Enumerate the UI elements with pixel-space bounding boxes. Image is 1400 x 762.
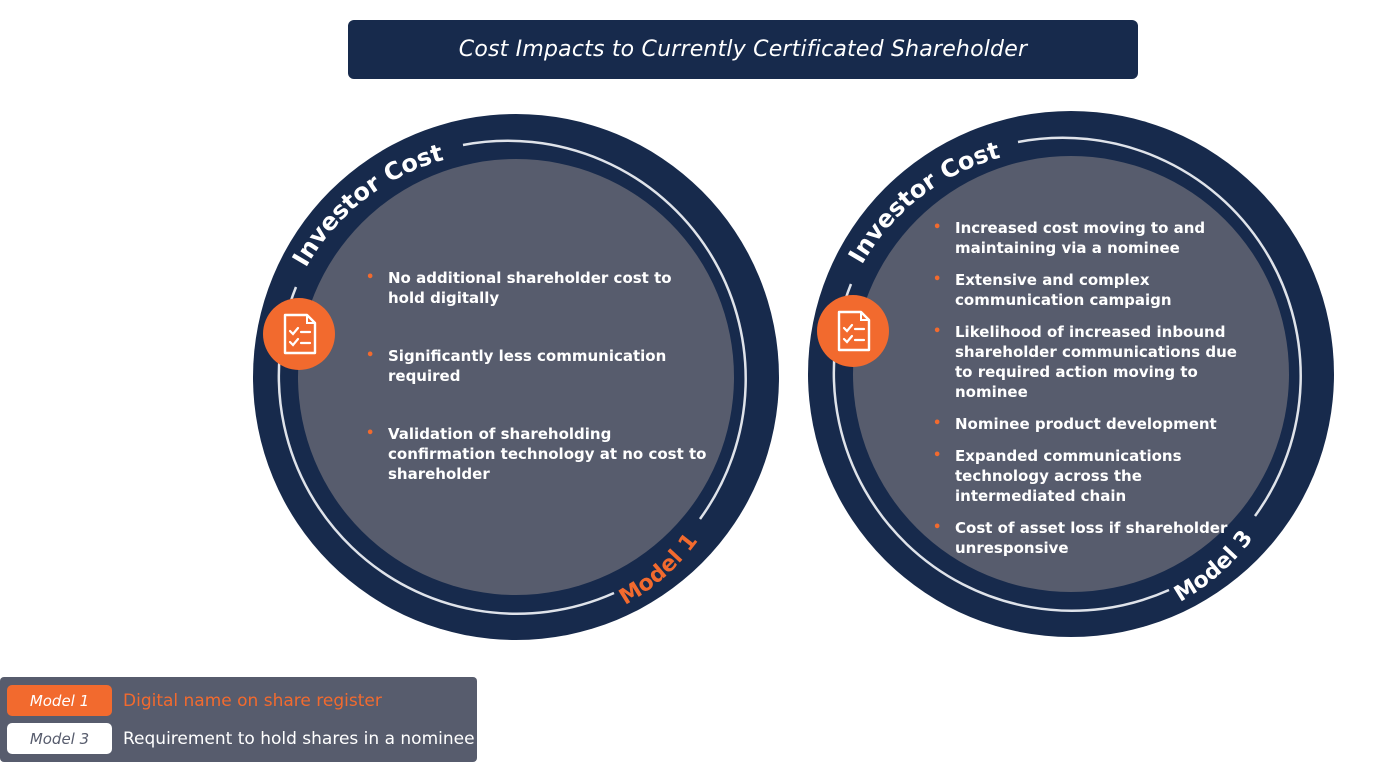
page-title-bar: Cost Impacts to Currently Certificated S… <box>348 20 1138 79</box>
list-item: Extensive and complex communication camp… <box>933 270 1253 310</box>
list-item: Nominee product development <box>933 414 1253 434</box>
list-item: Increased cost moving to and maintaining… <box>933 218 1253 258</box>
legend-pill-model-3: Model 3 <box>7 723 112 754</box>
list-item: No additional shareholder cost to hold d… <box>366 268 711 308</box>
page-title: Cost Impacts to Currently Certificated S… <box>458 37 1028 62</box>
list-item: Significantly less communication require… <box>366 346 711 386</box>
model-3-ring-line-lower <box>832 283 1170 612</box>
legend-pill-model-1: Model 1 <box>7 685 112 716</box>
legend: Model 1 Digital name on share register M… <box>0 677 477 762</box>
model-3-bullet-list: Increased cost moving to and maintaining… <box>933 218 1253 570</box>
legend-description-model-3: Requirement to hold shares in a nominee <box>123 728 475 749</box>
legend-item-model-1: Model 1 Digital name on share register <box>7 685 382 716</box>
checklist-document-icon <box>263 298 335 370</box>
model-1-ring-line-upper <box>462 139 747 520</box>
checklist-document-icon <box>817 295 889 367</box>
model-1-ring-line-lower <box>277 286 615 615</box>
list-item: Likelihood of increased inbound sharehol… <box>933 322 1253 402</box>
legend-description-model-1: Digital name on share register <box>123 690 382 711</box>
model-1-bullet-list: No additional shareholder cost to hold d… <box>366 268 711 522</box>
list-item: Expanded communications technology acros… <box>933 446 1253 506</box>
list-item: Validation of shareholding confirmation … <box>366 424 711 484</box>
model-3-ring-line-upper <box>1017 136 1302 517</box>
list-item: Cost of asset loss if shareholder unresp… <box>933 518 1253 558</box>
legend-item-model-3: Model 3 Requirement to hold shares in a … <box>7 723 475 754</box>
